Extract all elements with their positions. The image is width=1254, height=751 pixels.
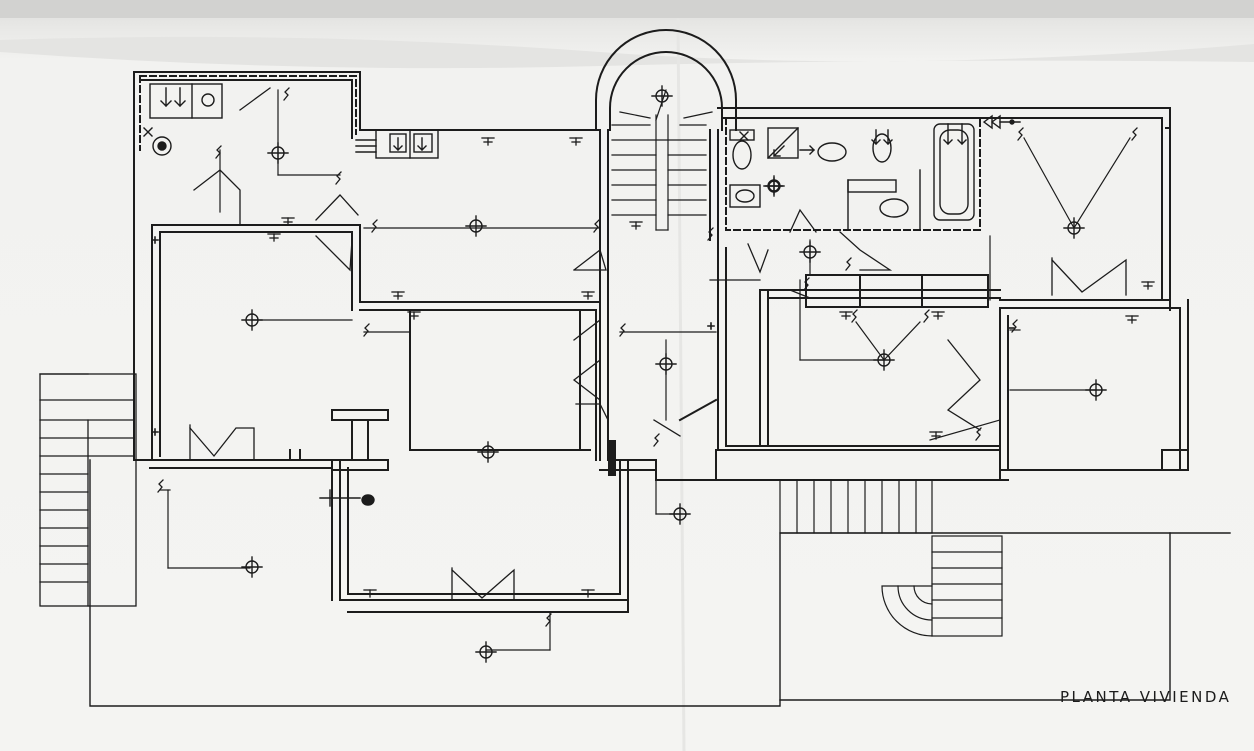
switch-icon — [619, 323, 626, 337]
switch-icon — [851, 309, 858, 323]
light-outlet-icon — [669, 503, 691, 525]
stairs-tower — [611, 111, 713, 231]
wall-socket-icon — [931, 311, 945, 320]
light-outlet-icon — [241, 309, 263, 331]
switch-icon — [1131, 127, 1138, 141]
wall-socket-icon — [151, 428, 159, 436]
light-outlet-icon — [267, 142, 289, 164]
doors — [189, 87, 1127, 601]
switch-icon — [283, 87, 290, 101]
switch-icon — [363, 323, 370, 337]
bidet-icon — [817, 142, 847, 162]
wall-socket-icon — [151, 236, 159, 244]
light-outlet-icon — [655, 353, 677, 375]
toilet-icon — [732, 140, 752, 170]
switch-icon — [593, 219, 600, 233]
wall-socket-icon — [581, 291, 595, 300]
switches — [157, 87, 1138, 627]
wall-socket-icon — [1125, 315, 1139, 324]
switch-icon — [653, 433, 660, 447]
drawing-title: PLANTA VIVIENDA — [1060, 688, 1232, 706]
wall-socket-icon — [281, 217, 295, 226]
switch-icon — [1017, 127, 1024, 141]
light-outlet-icon — [651, 85, 673, 107]
sink-icon — [375, 129, 439, 159]
wall-socket-icon — [569, 137, 583, 146]
light-outlet-icon — [799, 241, 821, 263]
light-outlet-icon — [477, 441, 499, 463]
wall-socket-icon — [581, 589, 595, 598]
wall-socket-icon — [267, 233, 281, 242]
wiring — [159, 89, 1131, 651]
light-outlet-icon — [763, 175, 785, 197]
outer-walls — [89, 29, 1231, 707]
light-outlet-icon — [465, 215, 487, 237]
switch-icon — [845, 257, 852, 271]
light-outlet-icon — [1085, 379, 1107, 401]
stairs-left — [39, 373, 137, 607]
wall-socket-icon — [929, 431, 943, 440]
wall-socket-icon — [707, 322, 715, 330]
bathroom-fixtures — [729, 114, 1021, 231]
light-outlet-icon — [1063, 217, 1085, 239]
light-outlet-icon — [241, 556, 263, 578]
doorbell-icon — [319, 489, 375, 507]
wall-socket-icon — [839, 311, 853, 320]
sink-icon — [729, 184, 761, 208]
stairs-curved — [881, 535, 1003, 637]
sink-icon — [149, 83, 223, 119]
stairs-front — [779, 479, 933, 534]
sink-icon — [879, 198, 909, 218]
switch-icon — [335, 171, 342, 185]
switch-icon — [923, 309, 930, 323]
wall-sockets — [151, 137, 1155, 598]
switch-icon — [371, 219, 378, 233]
wall-socket-icon — [481, 137, 495, 146]
bathtub-icon — [933, 123, 975, 221]
kitchen-fixtures — [143, 83, 439, 159]
wall-socket-icon — [391, 291, 405, 300]
light-outlet-icon — [475, 641, 497, 663]
light-outlets — [241, 85, 1107, 663]
wall-socket-icon — [363, 589, 377, 598]
boiler-icon — [152, 136, 172, 156]
wall-socket-icon — [1141, 281, 1155, 290]
toilet-icon — [872, 133, 892, 163]
wall-socket-icon — [629, 221, 643, 230]
